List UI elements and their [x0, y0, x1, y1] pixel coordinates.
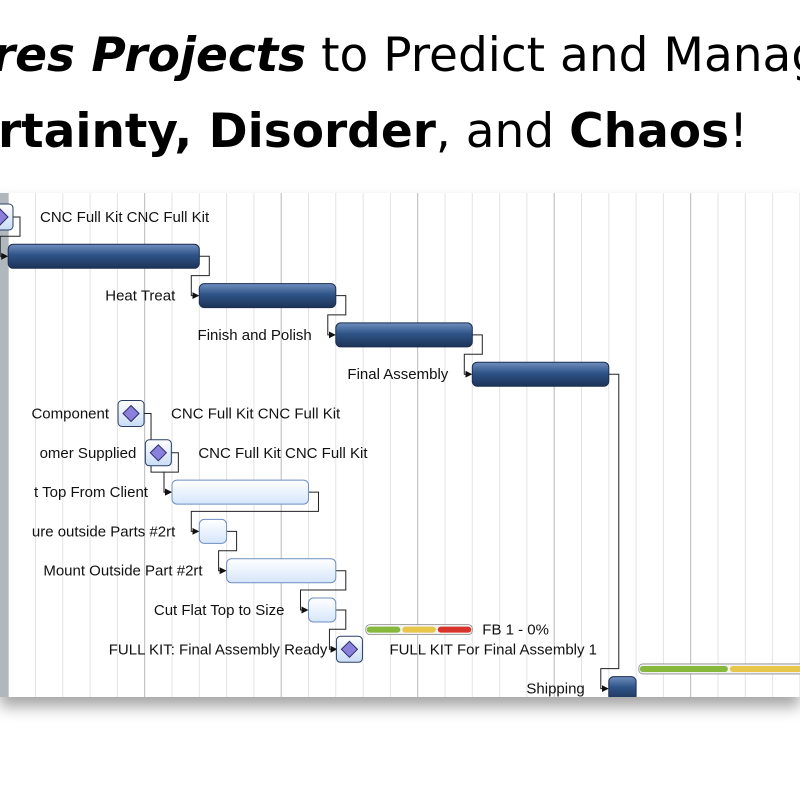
task-bar [198, 283, 337, 309]
buffer-segment-green [639, 665, 728, 672]
task-label: FULL KIT: Final Assembly Ready [109, 641, 328, 658]
dependency-arrow [600, 373, 620, 693]
dependency-arrow [299, 570, 347, 614]
line2-segment: rtainty, Disorder [0, 104, 436, 159]
buffer-segment-green [366, 626, 401, 633]
dependency-arrow [0, 216, 21, 260]
dependency-arrow [163, 452, 179, 496]
dependency-arrow [328, 609, 347, 653]
dependency-arrow [463, 334, 483, 378]
task-bar-light [171, 479, 309, 505]
headline-line-1: res Projects to Predict and Manag [0, 32, 800, 79]
task-bar-light [307, 597, 337, 623]
dependency-arrow [218, 530, 238, 575]
dependency-arrow [190, 255, 210, 300]
task-label: Shipping [526, 681, 584, 697]
task-label: Component [31, 406, 109, 423]
task-bar [471, 361, 610, 387]
buffer-label: FB 1 - 0% [482, 622, 549, 639]
line2-segment: , and [435, 104, 570, 159]
task-label: Cut Flat Top to Size [154, 602, 285, 619]
task-label: omer Supplied [40, 445, 137, 462]
buffer-segment-yellow [402, 626, 436, 633]
milestone-diamond [340, 640, 359, 659]
task-bar-light [198, 518, 228, 544]
line2-segment: Chaos [569, 104, 730, 159]
line1-segment: res Projects [0, 28, 307, 83]
task-label: Final Assembly [347, 366, 448, 383]
buffer-segment-red [437, 626, 472, 633]
task-bar-light [226, 558, 337, 584]
dependency-arrow [190, 491, 319, 535]
task-label: Heat Treat [105, 288, 176, 305]
milestone-diamond [122, 404, 140, 423]
headline-line-2: rtainty, Disorder, and Chaos! [0, 108, 748, 155]
buffer-segment-yellow [729, 665, 800, 672]
task-label: t Top From Client [34, 484, 149, 501]
dependency-arrow [327, 295, 347, 339]
line1-segment: to Predict and Manag [306, 28, 800, 83]
task-label: Finish and Polish [198, 327, 312, 344]
task-right-label: CNC Full Kit CNC Full Kit [171, 406, 341, 423]
task-bar [608, 676, 637, 697]
task-label: Mount Outside Part #2rt [43, 563, 203, 580]
task-bar [335, 322, 473, 348]
line2-segment: ! [729, 104, 748, 159]
task-right-label: FULL KIT For Final Assembly 1 [389, 641, 597, 658]
task-right-label: CNC Full Kit CNC Full Kit [40, 209, 210, 226]
milestone-diamond [0, 208, 9, 226]
task-label: ure outside Parts #2rt [32, 523, 176, 540]
left-band [0, 193, 8, 697]
task-right-label: CNC Full Kit CNC Full Kit [198, 445, 368, 462]
milestone-diamond [149, 444, 168, 462]
task-bar [7, 243, 200, 269]
